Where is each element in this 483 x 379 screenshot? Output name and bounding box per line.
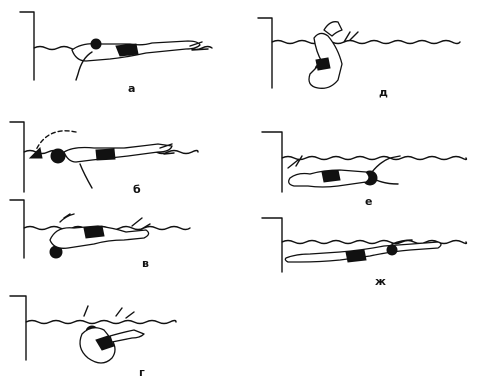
swimmer-e: [288, 156, 400, 187]
panel-d: д: [258, 18, 460, 99]
swimmer-v: [50, 214, 150, 258]
rotation-arrow-b: [36, 131, 76, 150]
swimmer-zh: [285, 240, 441, 262]
panel-label-zh: ж: [375, 275, 386, 288]
panel-a: а: [20, 12, 212, 95]
panel-g: г: [10, 296, 176, 379]
panel-zh: ж: [262, 218, 467, 288]
pool-wall-a: [20, 12, 34, 80]
panel-label-v: в: [142, 257, 149, 270]
panel-label-d: д: [379, 86, 388, 99]
pool-wall-d: [258, 18, 272, 88]
panel-v: в: [10, 200, 190, 270]
water-line-d: [272, 41, 460, 44]
pool-wall-zh: [262, 218, 282, 272]
swimmer-a: [72, 39, 208, 80]
panel-b: б: [10, 122, 198, 196]
panel-label-b: б: [133, 183, 141, 196]
panel-label-e: е: [365, 195, 372, 208]
panel-label-a: а: [128, 82, 135, 95]
swimmer-g: [80, 306, 144, 363]
pool-wall-e: [262, 132, 282, 192]
pool-wall-b: [10, 122, 24, 192]
pool-wall-v: [10, 200, 24, 258]
panel-label-g: г: [139, 366, 145, 379]
water-line-e: [282, 157, 467, 160]
rotation-arrowhead-b: [30, 148, 42, 158]
swimmer-b: [51, 144, 174, 188]
pool-wall-g: [10, 296, 26, 360]
water-line-g: [26, 321, 176, 324]
swimmer-d: [309, 22, 358, 89]
panel-e: е: [262, 132, 467, 208]
